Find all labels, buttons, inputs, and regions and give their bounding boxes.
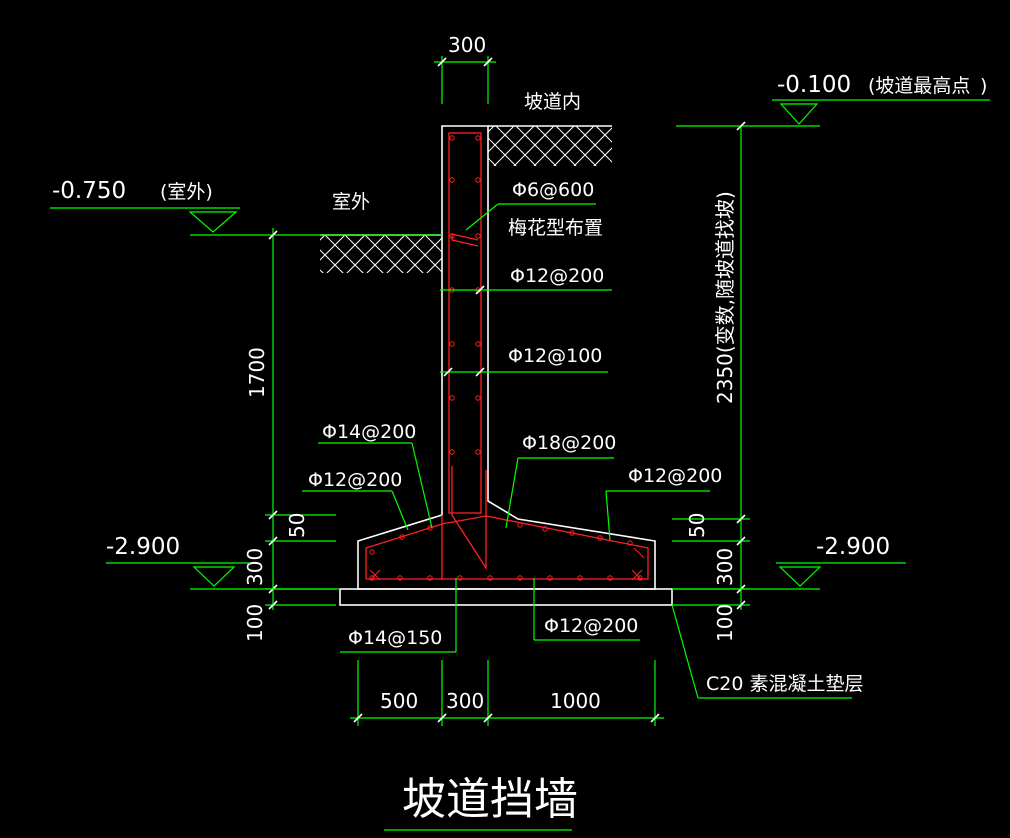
label-heel-top-2: Φ12@200	[628, 465, 722, 487]
level-outdoor: -0.750 (室外)	[50, 178, 442, 236]
dim-2350-text: 2350(变数,随坡道找坡)	[713, 191, 737, 404]
label-toe-top-2: Φ12@200	[308, 469, 402, 491]
level-top-note-close: )	[980, 75, 987, 97]
level-top-note: (坡道最高点	[868, 75, 970, 97]
level-outdoor-value: -0.750	[52, 178, 126, 204]
earth-hatch-outdoor	[320, 234, 442, 273]
label-outdoor: 室外	[332, 191, 370, 213]
dim-left-vertical: 1700 50 300 100	[243, 228, 336, 642]
label-toe-top: Φ14@200	[322, 421, 416, 443]
dim-wall-top-text: 300	[448, 33, 486, 57]
label-wall-vert-1: Φ12@200	[510, 265, 604, 287]
level-outdoor-note: (室外)	[160, 181, 213, 203]
dim-1700-text: 1700	[245, 347, 269, 398]
dim-bottom-chain: 500 300 1000	[350, 660, 664, 726]
concrete-pad	[339, 588, 673, 606]
level-base-right: -2.900	[672, 534, 906, 590]
label-tie-bar: Φ6@600	[512, 179, 594, 201]
dim-100-left-text: 100	[243, 604, 267, 642]
dim-500-text: 500	[380, 689, 418, 713]
label-ramp-inside: 坡道内	[524, 91, 581, 113]
rebar-cage	[365, 132, 649, 581]
dim-50-right-text: 50	[685, 513, 709, 538]
earth-hatch-ramp	[488, 125, 612, 166]
dim-wall-top: 300	[434, 33, 496, 104]
level-base-right-value: -2.900	[816, 534, 890, 560]
level-base-left-value: -2.900	[106, 534, 180, 560]
dim-100-right-text: 100	[713, 604, 737, 642]
label-heel-top: Φ18@200	[522, 432, 616, 454]
level-base-left: -2.900	[106, 534, 340, 590]
wall-outline	[357, 125, 656, 590]
label-wall-vert-2: Φ12@100	[508, 345, 602, 367]
dim-300-left-text: 300	[243, 548, 267, 586]
rebar-leaders	[302, 203, 852, 699]
drawing-title-text: 坡道挡墙	[402, 774, 578, 825]
level-top: -0.100 (坡道最高点 )	[676, 72, 990, 127]
level-top-value: -0.100	[777, 72, 851, 98]
label-bottom-left: Φ14@150	[348, 627, 442, 649]
label-tie-layout: 梅花型布置	[508, 217, 603, 239]
label-pad-note: C20 素混凝土垫层	[706, 673, 863, 695]
dim-50-left-text: 50	[285, 513, 309, 538]
dim-300-right-text: 300	[713, 548, 737, 586]
dim-right-vertical: 2350(变数,随坡道找坡) 50 300 100	[672, 121, 750, 642]
drawing-title: 坡道挡墙	[384, 774, 578, 831]
dim-300-text: 300	[446, 689, 484, 713]
label-bottom-right: Φ12@200	[544, 615, 638, 637]
dim-1000-text: 1000	[550, 689, 601, 713]
